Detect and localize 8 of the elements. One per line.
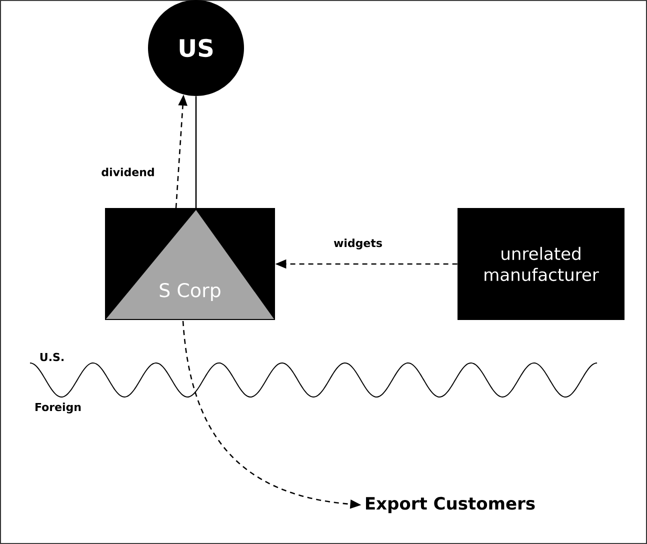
edge-label: widgets bbox=[332, 238, 384, 250]
region-label: U.S. bbox=[40, 352, 64, 362]
company-box: S Corp bbox=[105, 208, 275, 320]
circle-node: US bbox=[148, 0, 244, 96]
node-text: Export Customers bbox=[366, 496, 535, 514]
edge-label: dividend bbox=[100, 166, 156, 178]
company-box: unrelated manufacturer bbox=[458, 208, 624, 320]
region-label: Foreign bbox=[36, 402, 81, 414]
